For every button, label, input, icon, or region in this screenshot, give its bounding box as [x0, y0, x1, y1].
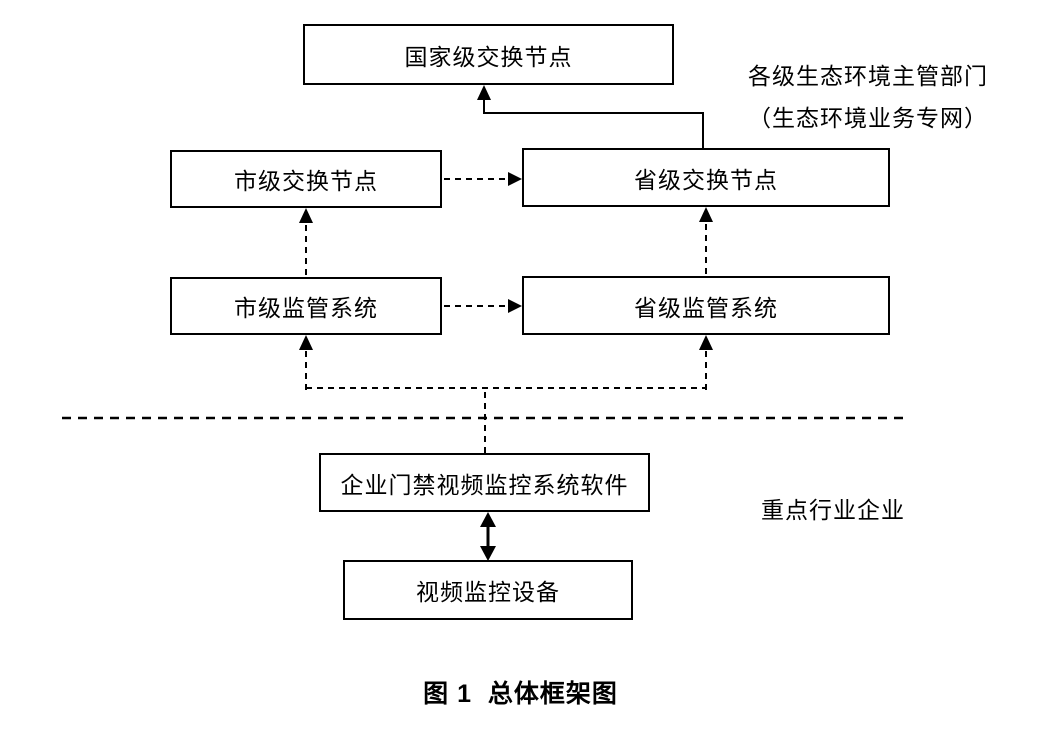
- arrowhead-into-provincial-exchange-bottom: [699, 207, 713, 222]
- figure-caption: 图 1 总体框架图: [423, 680, 618, 708]
- node-video-device-label: 视频监控设备: [416, 580, 560, 605]
- node-provincial-supervision-label: 省级监管系统: [634, 295, 778, 321]
- node-provincial-exchange-label: 省级交换节点: [634, 167, 778, 193]
- node-video-device: 视频监控设备: [343, 560, 633, 620]
- node-city-exchange-label: 市级交换节点: [234, 169, 378, 194]
- node-national-exchange-label: 国家级交换节点: [404, 44, 573, 70]
- line-provincial-to-national: [483, 99, 704, 148]
- node-enterprise-software: 企业门禁视频监控系统软件: [319, 453, 650, 512]
- node-national-exchange: 国家级交换节点: [303, 24, 674, 85]
- node-enterprise-software-label: 企业门禁视频监控系统软件: [340, 472, 629, 498]
- arrowhead-into-provincial-supervision-left: [508, 299, 522, 313]
- node-city-supervision-label: 市级监管系统: [234, 296, 378, 321]
- node-city-supervision: 市级监管系统: [170, 277, 442, 335]
- arrowhead-down-into-video-device: [480, 546, 496, 561]
- zone-label-government-line2: （生态环境业务专网）: [748, 106, 988, 131]
- zone-label-enterprise: 重点行业企业: [761, 491, 905, 525]
- node-provincial-exchange: 省级交换节点: [522, 148, 890, 207]
- zone-label-government-line1: 各级生态环境主管部门: [748, 64, 988, 89]
- arrowhead-into-city-supervision-bottom: [299, 335, 313, 350]
- arrowhead-into-city-exchange-bottom: [299, 208, 313, 223]
- node-city-exchange: 市级交换节点: [170, 150, 442, 208]
- arrowhead-up-into-enterprise-software: [480, 512, 496, 527]
- node-provincial-supervision: 省级监管系统: [522, 276, 890, 335]
- zone-label-government: 各级生态环境主管部门 （生态环境业务专网）: [748, 56, 988, 140]
- zone-label-enterprise-text: 重点行业企业: [761, 498, 905, 523]
- arrowhead-into-national-exchange: [477, 85, 491, 100]
- arrowhead-into-provincial-supervision-bottom: [699, 335, 713, 350]
- arrowhead-into-provincial-exchange-left: [508, 172, 522, 186]
